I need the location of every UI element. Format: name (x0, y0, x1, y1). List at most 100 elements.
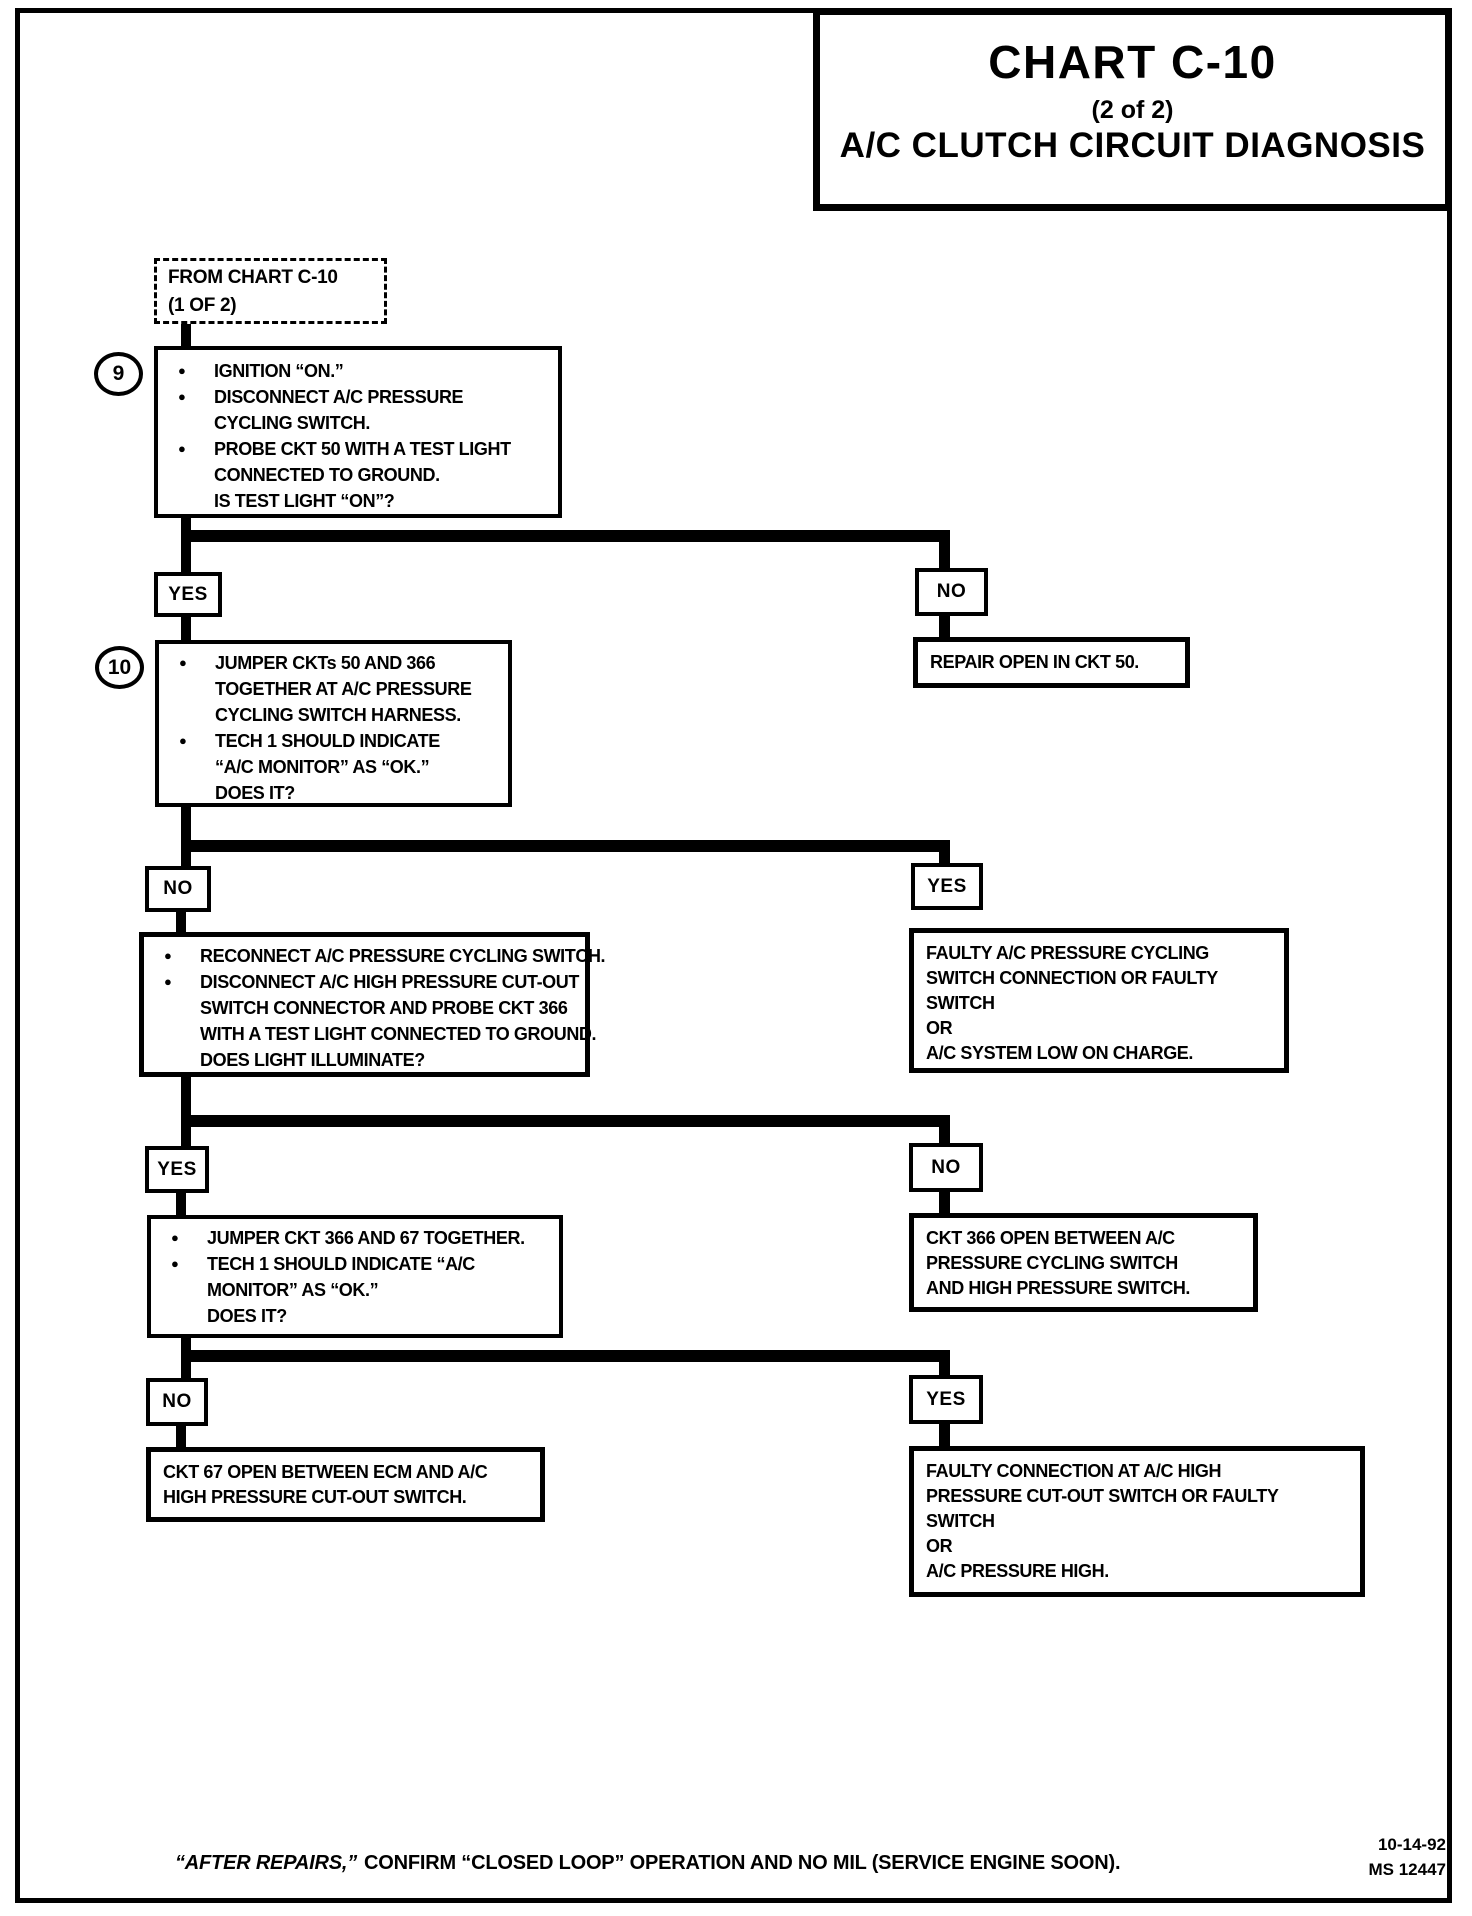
branch4-no-label: NO (146, 1378, 208, 1426)
chart-title-box: CHART C-10 (2 of 2) A/C CLUTCH CIRCUIT D… (813, 8, 1452, 211)
connector-line (939, 1350, 950, 1377)
result-text: HIGH PRESSURE CUT-OUT SWITCH. (163, 1487, 467, 1507)
connector-line (181, 1075, 191, 1148)
yes-text: YES (927, 875, 967, 897)
step-number-9: 9 (112, 362, 125, 385)
result-text: A/C PRESSURE HIGH. (926, 1561, 1109, 1581)
jumper67-text-line: MONITOR” AS “OK.” (207, 1280, 379, 1300)
bullet-icon: ● (179, 655, 187, 670)
step9-text-line: PROBE CKT 50 WITH A TEST LIGHT (214, 439, 511, 459)
step10-question: DOES IT? (215, 783, 295, 803)
result-text: OR (926, 1536, 953, 1556)
result-faulty-high-pressure: FAULTY CONNECTION AT A/C HIGH PRESSURE C… (909, 1446, 1365, 1597)
branch4-yes-label: YES (909, 1375, 983, 1424)
connector-line (939, 1422, 950, 1448)
step9-text-line: DISCONNECT A/C PRESSURE (214, 387, 464, 407)
result-text: FAULTY CONNECTION AT A/C HIGH (926, 1461, 1222, 1481)
result-text: OR (926, 1018, 953, 1038)
step10-text-line: JUMPER CKTs 50 AND 366 (215, 653, 436, 673)
bullet-icon (171, 1303, 207, 1329)
connector-line (176, 1191, 186, 1217)
result-text: SWITCH (926, 1511, 995, 1531)
result-faulty-cycling-switch: FAULTY A/C PRESSURE CYCLING SWITCH CONNE… (909, 928, 1289, 1073)
no-text: NO (163, 878, 193, 899)
result-text: CKT 67 OPEN BETWEEN ECM AND A/C (163, 1462, 488, 1482)
yes-text: YES (168, 583, 208, 605)
footer-doc-number: MS 12447 (1368, 1860, 1447, 1879)
step-number-badge-9: 9 (94, 352, 143, 396)
branch3-no-label: NO (909, 1143, 983, 1192)
connector-line (939, 614, 950, 639)
jumper-ckt366-67-box: ●JUMPER CKT 366 AND 67 TOGETHER. ●TECH 1… (147, 1215, 563, 1338)
connector-line (181, 324, 191, 348)
connector-line (939, 530, 950, 570)
branch1-no-label: NO (915, 568, 988, 616)
connector-line (939, 1190, 950, 1215)
chart-title: CHART C-10 (988, 36, 1277, 88)
branch2-yes-label: YES (911, 863, 983, 910)
probe-ckt366-box: ●RECONNECT A/C PRESSURE CYCLING SWITCH. … (139, 932, 606, 1077)
branch2-no-label: NO (145, 866, 211, 912)
step-number-10: 10 (107, 655, 132, 679)
jumper67-text-line: TECH 1 SHOULD INDICATE “A/C (207, 1254, 475, 1274)
start-node-line2: (1 OF 2) (168, 295, 237, 316)
jumper67-question: DOES IT? (207, 1306, 287, 1326)
result-repair-ckt50: REPAIR OPEN IN CKT 50. (913, 637, 1190, 688)
bullet-icon (164, 1021, 200, 1047)
probe366-text-line: WITH A TEST LIGHT CONNECTED TO GROUND. (200, 1024, 597, 1044)
probe366-question: DOES LIGHT ILLUMINATE? (200, 1050, 425, 1070)
bullet-icon: ● (171, 1256, 179, 1271)
result-text: REPAIR OPEN IN CKT 50. (930, 652, 1139, 672)
result-ckt366-open: CKT 366 OPEN BETWEEN A/C PRESSURE CYCLIN… (909, 1213, 1258, 1312)
no-text: NO (162, 1391, 192, 1412)
result-text: SWITCH (926, 993, 995, 1013)
bullet-icon (171, 1277, 207, 1303)
bullet-icon (164, 1047, 200, 1073)
bullet-icon (179, 676, 215, 702)
no-text: NO (931, 1156, 961, 1178)
bullet-icon (179, 754, 215, 780)
footer-note: “AFTER REPAIRS,”CONFIRM “CLOSED LOOP” OP… (175, 1852, 1121, 1875)
start-node-line1: FROM CHART C-10 (168, 267, 338, 288)
step9-text-line: CONNECTED TO GROUND. (214, 465, 440, 485)
connector-line (181, 805, 191, 868)
connector-line (176, 910, 186, 934)
bullet-icon (178, 462, 214, 488)
connector-line (939, 1115, 950, 1145)
connector-line (181, 516, 191, 574)
result-text: FAULTY A/C PRESSURE CYCLING (926, 943, 1209, 963)
no-text: NO (936, 581, 967, 602)
result-text: PRESSURE CYCLING SWITCH (926, 1253, 1178, 1273)
result-text: PRESSURE CUT-OUT SWITCH OR FAULTY (926, 1486, 1279, 1506)
connector-line (181, 530, 950, 542)
result-ckt67-open: CKT 67 OPEN BETWEEN ECM AND A/C HIGH PRE… (146, 1447, 545, 1522)
bullet-icon (179, 780, 215, 806)
yes-text: YES (926, 1388, 966, 1410)
bullet-icon (164, 995, 200, 1021)
step-number-badge-10: 10 (95, 646, 144, 689)
footer-date: 10-14-92 (1377, 1835, 1446, 1854)
probe366-text-line: DISCONNECT A/C HIGH PRESSURE CUT-OUT (200, 972, 579, 992)
chart-subtitle-name: A/C CLUTCH CIRCUIT DIAGNOSIS (839, 126, 1426, 165)
bullet-icon: ● (178, 389, 186, 404)
connector-line (181, 840, 950, 852)
result-text: A/C SYSTEM LOW ON CHARGE. (926, 1043, 1194, 1063)
connector-line (181, 1350, 950, 1362)
step9-box: ● IGNITION “ON.” ● DISCONNECT A/C PRESSURE… (154, 346, 562, 518)
branch3-yes-label: YES (145, 1146, 209, 1193)
bullet-icon (178, 488, 214, 514)
connector-line (176, 1424, 186, 1449)
bullet-icon (178, 410, 214, 436)
step9-question: IS TEST LIGHT “ON”? (214, 491, 395, 511)
bullet-icon: ● (179, 733, 187, 748)
connector-line (181, 615, 191, 642)
bullet-icon: ● (178, 363, 186, 378)
step10-text-line: “A/C MONITOR” AS “OK.” (215, 757, 430, 777)
bullet-icon: ● (171, 1230, 179, 1245)
step10-text-line: CYCLING SWITCH HARNESS. (215, 705, 461, 725)
footer-note-rest: CONFIRM “CLOSED LOOP” OPERATION AND NO M… (364, 1852, 1121, 1874)
step9-text-line: IGNITION “ON.” (214, 361, 344, 381)
probe366-text-line: RECONNECT A/C PRESSURE CYCLING SWITCH. (200, 946, 606, 966)
branch1-yes-label: YES (154, 572, 222, 617)
connector-line (939, 840, 950, 865)
